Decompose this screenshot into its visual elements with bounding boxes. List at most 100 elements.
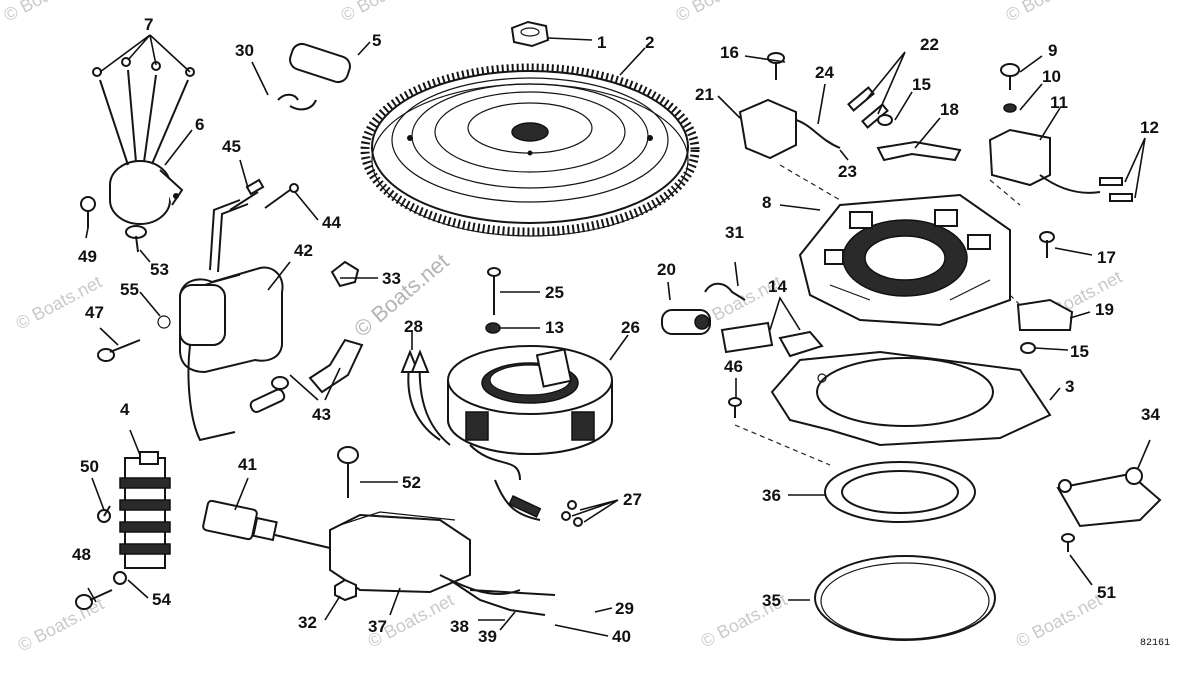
- connector-20: [661, 309, 711, 335]
- terminal-block: [119, 451, 171, 569]
- callout-8: 8: [762, 193, 771, 212]
- callout-45: 45: [222, 137, 241, 156]
- callout-2: 2: [645, 33, 654, 52]
- callout-47: 47: [85, 303, 104, 322]
- watermark: © Boats.net: [1012, 590, 1105, 652]
- armature-plate: [770, 350, 1052, 447]
- callout-17: 17: [1097, 248, 1116, 267]
- callout-51: 51: [1097, 583, 1116, 602]
- stator: [447, 345, 613, 481]
- callout-10: 10: [1042, 67, 1061, 86]
- throttle-arm: [1056, 467, 1162, 528]
- callout-1: 1: [597, 33, 606, 52]
- leader-lines: [85, 34, 1151, 637]
- callout-43: 43: [312, 405, 331, 424]
- callout-42: 42: [294, 241, 313, 260]
- clip: [330, 260, 360, 288]
- washer-13: [485, 322, 501, 334]
- screw-46: [728, 397, 742, 418]
- callout-27: 27: [623, 490, 642, 509]
- washer-10: [1003, 103, 1017, 113]
- screw-17: [1039, 231, 1055, 258]
- screw-48: [75, 589, 113, 610]
- callout-4: 4: [120, 400, 130, 419]
- callout-12: 12: [1140, 118, 1159, 137]
- callout-36: 36: [762, 486, 781, 505]
- retainer-plate: [824, 461, 976, 523]
- callout-15a: 15: [912, 75, 931, 94]
- screw-47: [97, 339, 141, 362]
- callout-44: 44: [322, 213, 341, 232]
- retainer-30: [277, 93, 317, 111]
- power-pack: [329, 511, 556, 616]
- callout-39: 39: [478, 627, 497, 646]
- assembly-lines: [734, 164, 1021, 466]
- callout-50: 50: [80, 457, 99, 476]
- callout-52: 52: [402, 473, 421, 492]
- callout-22: 22: [920, 35, 939, 54]
- callout-18: 18: [940, 100, 959, 119]
- callout-26: 26: [621, 318, 640, 337]
- callout-46: 46: [724, 357, 743, 376]
- watermark: © Boats.net: [337, 0, 430, 26]
- screw-25: [487, 267, 501, 315]
- clip-31: [704, 282, 746, 301]
- spark-plug-boot: [249, 338, 364, 413]
- lockwasher-54: [113, 571, 127, 585]
- sensor-21: [738, 98, 841, 160]
- callout-28: 28: [404, 317, 423, 336]
- callout-25: 25: [545, 283, 564, 302]
- callout-34: 34: [1141, 405, 1160, 424]
- screw-50: [97, 505, 111, 523]
- callout-41: 41: [238, 455, 257, 474]
- figure-number: 82161: [1140, 638, 1170, 649]
- callout-35: 35: [762, 591, 781, 610]
- screw-52: [337, 446, 359, 498]
- callout-33: 33: [382, 269, 401, 288]
- screw-16: [767, 52, 785, 80]
- timer-base: [798, 193, 1011, 327]
- callout-32: 32: [298, 613, 317, 632]
- callout-7: 7: [144, 15, 153, 34]
- callout-29: 29: [615, 599, 634, 618]
- screw-49: [80, 196, 96, 228]
- callout-23: 23: [838, 162, 857, 181]
- callout-15b: 15: [1070, 342, 1089, 361]
- rectifier-leads: [92, 57, 195, 166]
- callout-11: 11: [1050, 93, 1068, 112]
- callout-3: 3: [1065, 377, 1074, 396]
- support-ring: [814, 555, 996, 641]
- callout-labels: 1 2 3 4 5 6 7 8 9 10 11 12 13 14 15 15 1…: [72, 15, 1160, 646]
- watermark: © Boats.net: [349, 249, 453, 342]
- connector-plug: [202, 499, 331, 549]
- lockwasher-55: [157, 315, 171, 329]
- callout-40: 40: [612, 627, 631, 646]
- callout-38: 38: [450, 617, 469, 636]
- screw-15b: [1020, 342, 1036, 354]
- callout-16: 16: [720, 43, 739, 62]
- nut-32: [334, 578, 357, 602]
- coil-lead: [229, 178, 299, 211]
- flywheel: [360, 63, 700, 237]
- callout-6: 6: [195, 115, 204, 134]
- rectifier: [109, 160, 184, 225]
- watermark: © Boats.net: [0, 0, 93, 26]
- callout-9: 9: [1048, 41, 1057, 60]
- cam-19: [1016, 298, 1074, 331]
- callout-53: 53: [150, 260, 169, 279]
- watermark: © Boats.net: [14, 594, 107, 656]
- callout-49: 49: [78, 247, 97, 266]
- stator-leads: [400, 349, 583, 527]
- callout-54: 54: [152, 590, 171, 609]
- watermark: © Boats.net: [672, 0, 765, 26]
- flywheel-nut: [510, 20, 550, 48]
- callout-13: 13: [545, 318, 564, 337]
- screw-9: [1000, 63, 1020, 90]
- callout-30: 30: [235, 41, 254, 60]
- callout-31: 31: [725, 223, 744, 242]
- sleeves-14: [720, 321, 824, 358]
- callout-48: 48: [72, 545, 91, 564]
- callout-55: 55: [120, 280, 139, 299]
